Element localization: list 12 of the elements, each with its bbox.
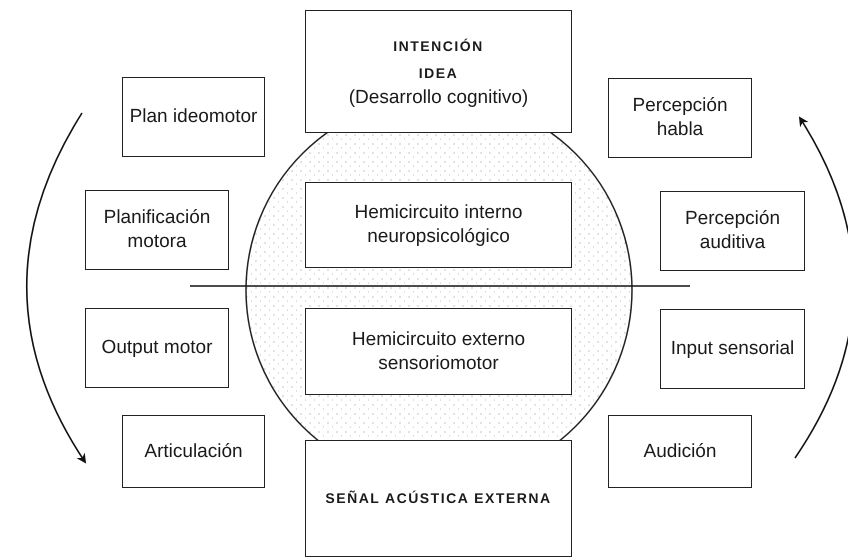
text-box: Hemicircuito interno neuropsicológico xyxy=(305,182,572,268)
text-box: SEÑAL ACÚSTICA EXTERNA xyxy=(305,440,572,557)
text-box: Percepción habla xyxy=(608,78,752,158)
text-box: Hemicircuito externo sensoriomotor xyxy=(305,308,572,395)
text-box: Audición xyxy=(608,415,752,488)
text-box: INTENCIÓN IDEA (Desarrollo cognitivo) xyxy=(305,10,572,133)
text-box: Output motor xyxy=(85,308,229,388)
text-box: Plan ideomotor xyxy=(122,77,265,157)
text-box: Articulación xyxy=(122,415,265,488)
text-box: Percepción auditiva xyxy=(660,191,805,271)
text-box: Planificación motora xyxy=(85,190,229,270)
text-box: Input sensorial xyxy=(660,309,805,389)
